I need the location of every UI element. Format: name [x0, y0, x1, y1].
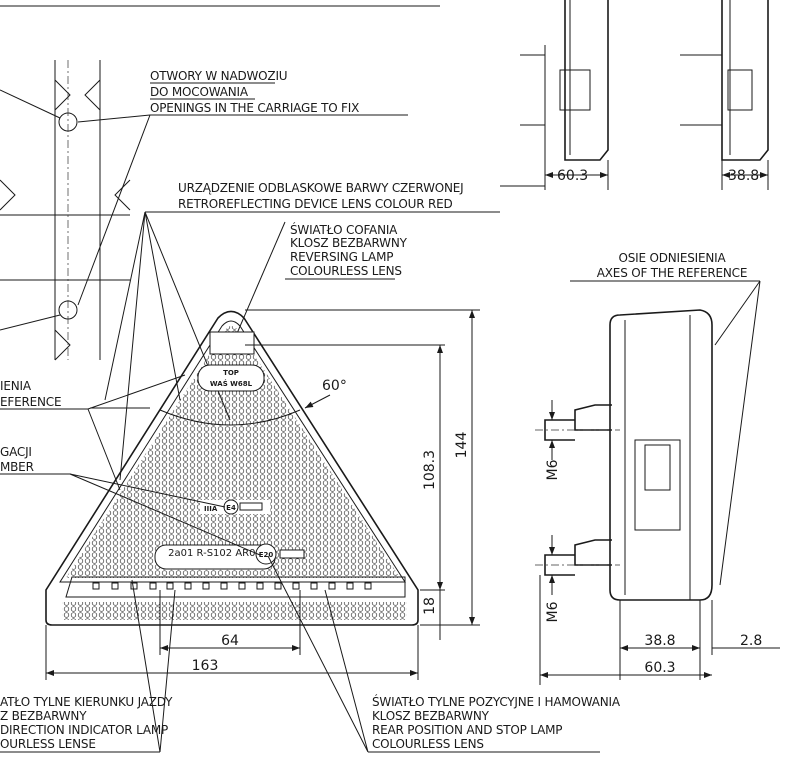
svg-text:TOP: TOP	[223, 369, 239, 377]
lamp-front-view: TOP WAŚ W68L IIIA E4 2a01 R-S102 AR00 E2…	[45, 310, 419, 626]
svg-text:WAŚ W68L: WAŚ W68L	[210, 379, 253, 388]
svg-text:E4: E4	[226, 504, 236, 512]
svg-text:E20: E20	[259, 551, 274, 559]
retroreflector-label: URZĄDZENIE ODBLASKOWE BARWY CZERWONEJ RE…	[104, 181, 545, 481]
svg-text:OTWORY W NADWOZIU: OTWORY W NADWOZIU	[150, 69, 287, 83]
svg-text:163: 163	[192, 658, 219, 674]
reversing-lamp-window	[209, 331, 255, 355]
svg-text:108.3: 108.3	[422, 450, 438, 490]
svg-text:OURLESS LENSE: OURLESS LENSE	[0, 737, 96, 751]
mounting-bracket-view	[0, 60, 151, 361]
svg-text:60°: 60°	[322, 378, 347, 394]
retroreflector-area	[66, 326, 400, 578]
svg-text:OPENINGS IN THE CARRIAGE TO FI: OPENINGS IN THE CARRIAGE TO FIX	[150, 101, 359, 115]
svg-text:REVERSING LAMP: REVERSING LAMP	[290, 250, 393, 264]
svg-text:GACJI: GACJI	[0, 445, 32, 459]
reversing-lamp-label: ŚWIATŁO COFANIA KLOSZ BEZBARWNY REVERSIN…	[231, 221, 408, 346]
svg-text:M6: M6	[545, 459, 561, 480]
svg-text:38.8: 38.8	[644, 633, 675, 649]
svg-text:60.3: 60.3	[557, 168, 588, 184]
svg-text:COLOURLESS LENS: COLOURLESS LENS	[372, 737, 484, 751]
top-side-views: 60.3 38.8	[520, 0, 769, 190]
lamp-outline	[45, 310, 419, 626]
indicator-lamp-label: ATŁO TYLNE KIERUNKU JAZDY Z BEZBARWNY DI…	[0, 579, 176, 753]
svg-text:RETROREFLECTING DEVICE LENS CO: RETROREFLECTING DEVICE LENS COLOUR RED	[178, 197, 453, 211]
svg-text:MBER: MBER	[0, 460, 34, 474]
openings-label: OTWORY W NADWOZIU DO MOCOWANIA OPENINGS …	[150, 69, 408, 116]
svg-text:ŚWIATŁO COFANIA: ŚWIATŁO COFANIA	[290, 222, 398, 237]
svg-text:144: 144	[454, 432, 470, 459]
angle-dimension: 60°	[90, 378, 347, 409]
lamp-side-view: M6 M6 38.8 2.8 60.3	[535, 309, 780, 685]
svg-text:KLOSZ BEZBARWNY: KLOSZ BEZBARWNY	[290, 236, 408, 250]
svg-text:18: 18	[422, 597, 438, 615]
svg-text:DIRECTION INDICATOR LAMP: DIRECTION INDICATOR LAMP	[0, 723, 168, 737]
svg-text:64: 64	[221, 633, 239, 649]
axes-left-label: IENIA EFERENCE	[0, 374, 186, 491]
svg-text:2.8: 2.8	[740, 633, 762, 649]
axes-label: OSIE ODNIESIENIA AXES OF THE REFERENCE	[570, 251, 761, 586]
svg-text:EFERENCE: EFERENCE	[0, 395, 61, 409]
svg-text:IENIA: IENIA	[0, 379, 32, 393]
svg-text:DO MOCOWANIA: DO MOCOWANIA	[150, 85, 249, 99]
svg-text:OSIE ODNIESIENIA: OSIE ODNIESIENIA	[618, 251, 726, 265]
svg-text:AXES OF THE REFERENCE: AXES OF THE REFERENCE	[597, 266, 747, 280]
front-dimensions: 108.3 144 18 64 163	[45, 309, 480, 680]
svg-text:ŚWIATŁO TYLNE POZYCYJNE I HAMO: ŚWIATŁO TYLNE POZYCYJNE I HAMOWANIA	[372, 694, 621, 709]
bottom-reflector-strip	[62, 602, 407, 620]
homologation-left-label: GACJI MBER	[0, 445, 261, 556]
svg-text:KLOSZ BEZBARWNY: KLOSZ BEZBARWNY	[372, 709, 490, 723]
svg-text:60.3: 60.3	[644, 660, 675, 676]
svg-text:2a01 R-S102 AR00: 2a01 R-S102 AR00	[168, 548, 262, 559]
svg-text:URZĄDZENIE ODBLASKOWE BARWY CZ: URZĄDZENIE ODBLASKOWE BARWY CZERWONEJ	[178, 181, 463, 195]
svg-text:IIIA: IIIA	[204, 505, 218, 513]
svg-text:COLOURLESS LENS: COLOURLESS LENS	[290, 264, 402, 278]
led-row	[92, 582, 372, 590]
svg-text:REAR POSITION AND STOP LAMP: REAR POSITION AND STOP LAMP	[372, 723, 562, 737]
svg-text:38.8: 38.8	[728, 168, 759, 184]
svg-text:ATŁO TYLNE KIERUNKU JAZDY: ATŁO TYLNE KIERUNKU JAZDY	[0, 695, 173, 709]
position-stop-lamp-label: ŚWIATŁO TYLNE POZYCYJNE I HAMOWANIA KLOS…	[267, 555, 621, 753]
svg-text:Z BEZBARWNY: Z BEZBARWNY	[0, 709, 87, 723]
svg-text:M6: M6	[545, 601, 561, 622]
